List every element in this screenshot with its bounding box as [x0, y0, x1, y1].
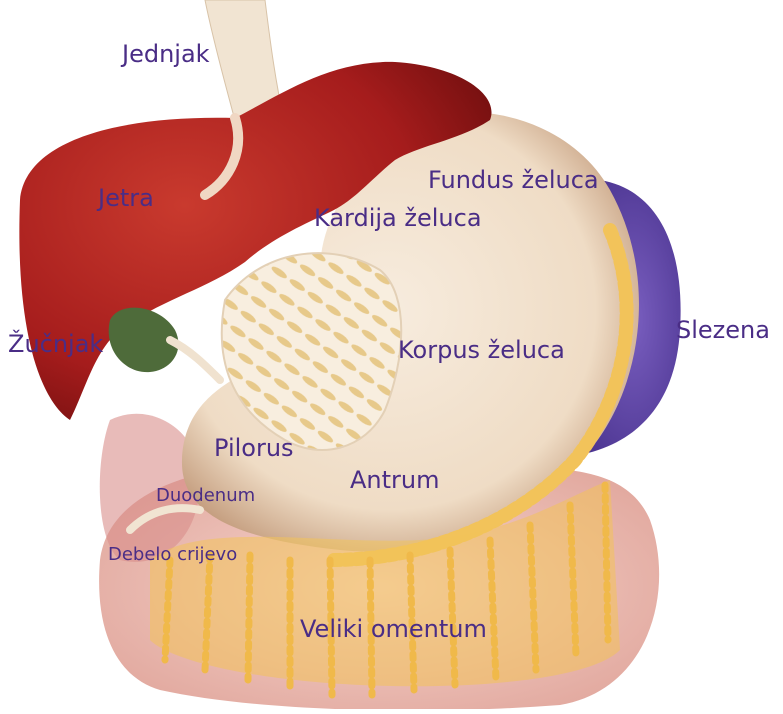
label-colon: Debelo crijevo [108, 546, 237, 564]
label-gallbladder: Žučnjak [8, 332, 103, 356]
gallbladder-duct [170, 340, 220, 380]
label-duodenum: Duodenum [156, 487, 255, 505]
label-omentum: Veliki omentum [300, 617, 487, 641]
label-esophagus: Jednjak [122, 42, 210, 66]
label-antrum: Antrum [350, 468, 440, 492]
label-cardia: Kardija želuca [314, 206, 482, 230]
label-pylorus: Pilorus [214, 436, 294, 460]
label-liver: Jetra [98, 186, 154, 210]
label-spleen: Slezena [676, 318, 770, 342]
label-body: Korpus želuca [398, 338, 565, 362]
label-fundus: Fundus želuca [428, 168, 599, 192]
